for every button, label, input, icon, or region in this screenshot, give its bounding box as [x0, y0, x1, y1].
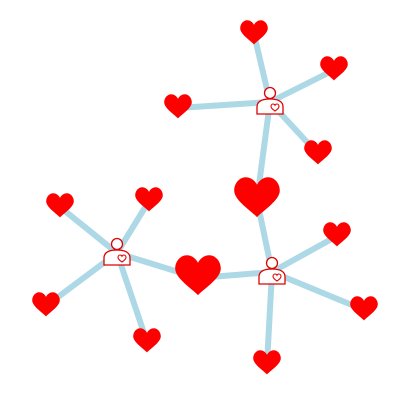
person-with-heart-icon: [256, 86, 284, 115]
heart-icon: [304, 140, 332, 165]
heart-icon: [350, 296, 378, 321]
person-with-heart-icon: [258, 256, 286, 285]
heart-icon: [133, 328, 161, 353]
heart-icon: [175, 255, 221, 296]
edge-p3-s10: [175, 99, 273, 111]
heart-icon: [240, 20, 268, 45]
edge-p2-s6: [269, 269, 367, 313]
heart-icon: [32, 292, 60, 317]
edge-p1-s1: [57, 204, 120, 256]
edges-layer: [43, 31, 367, 367]
nodes-layer: [32, 20, 378, 375]
edge-p1-s4: [114, 250, 150, 345]
edge-p3-s9: [267, 67, 337, 105]
edge-p2-s7: [264, 269, 275, 367]
heart-icon: [135, 187, 163, 212]
person-with-heart-icon: [103, 237, 131, 266]
edge-p2-s5: [269, 233, 340, 275]
heart-icon: [164, 94, 192, 119]
